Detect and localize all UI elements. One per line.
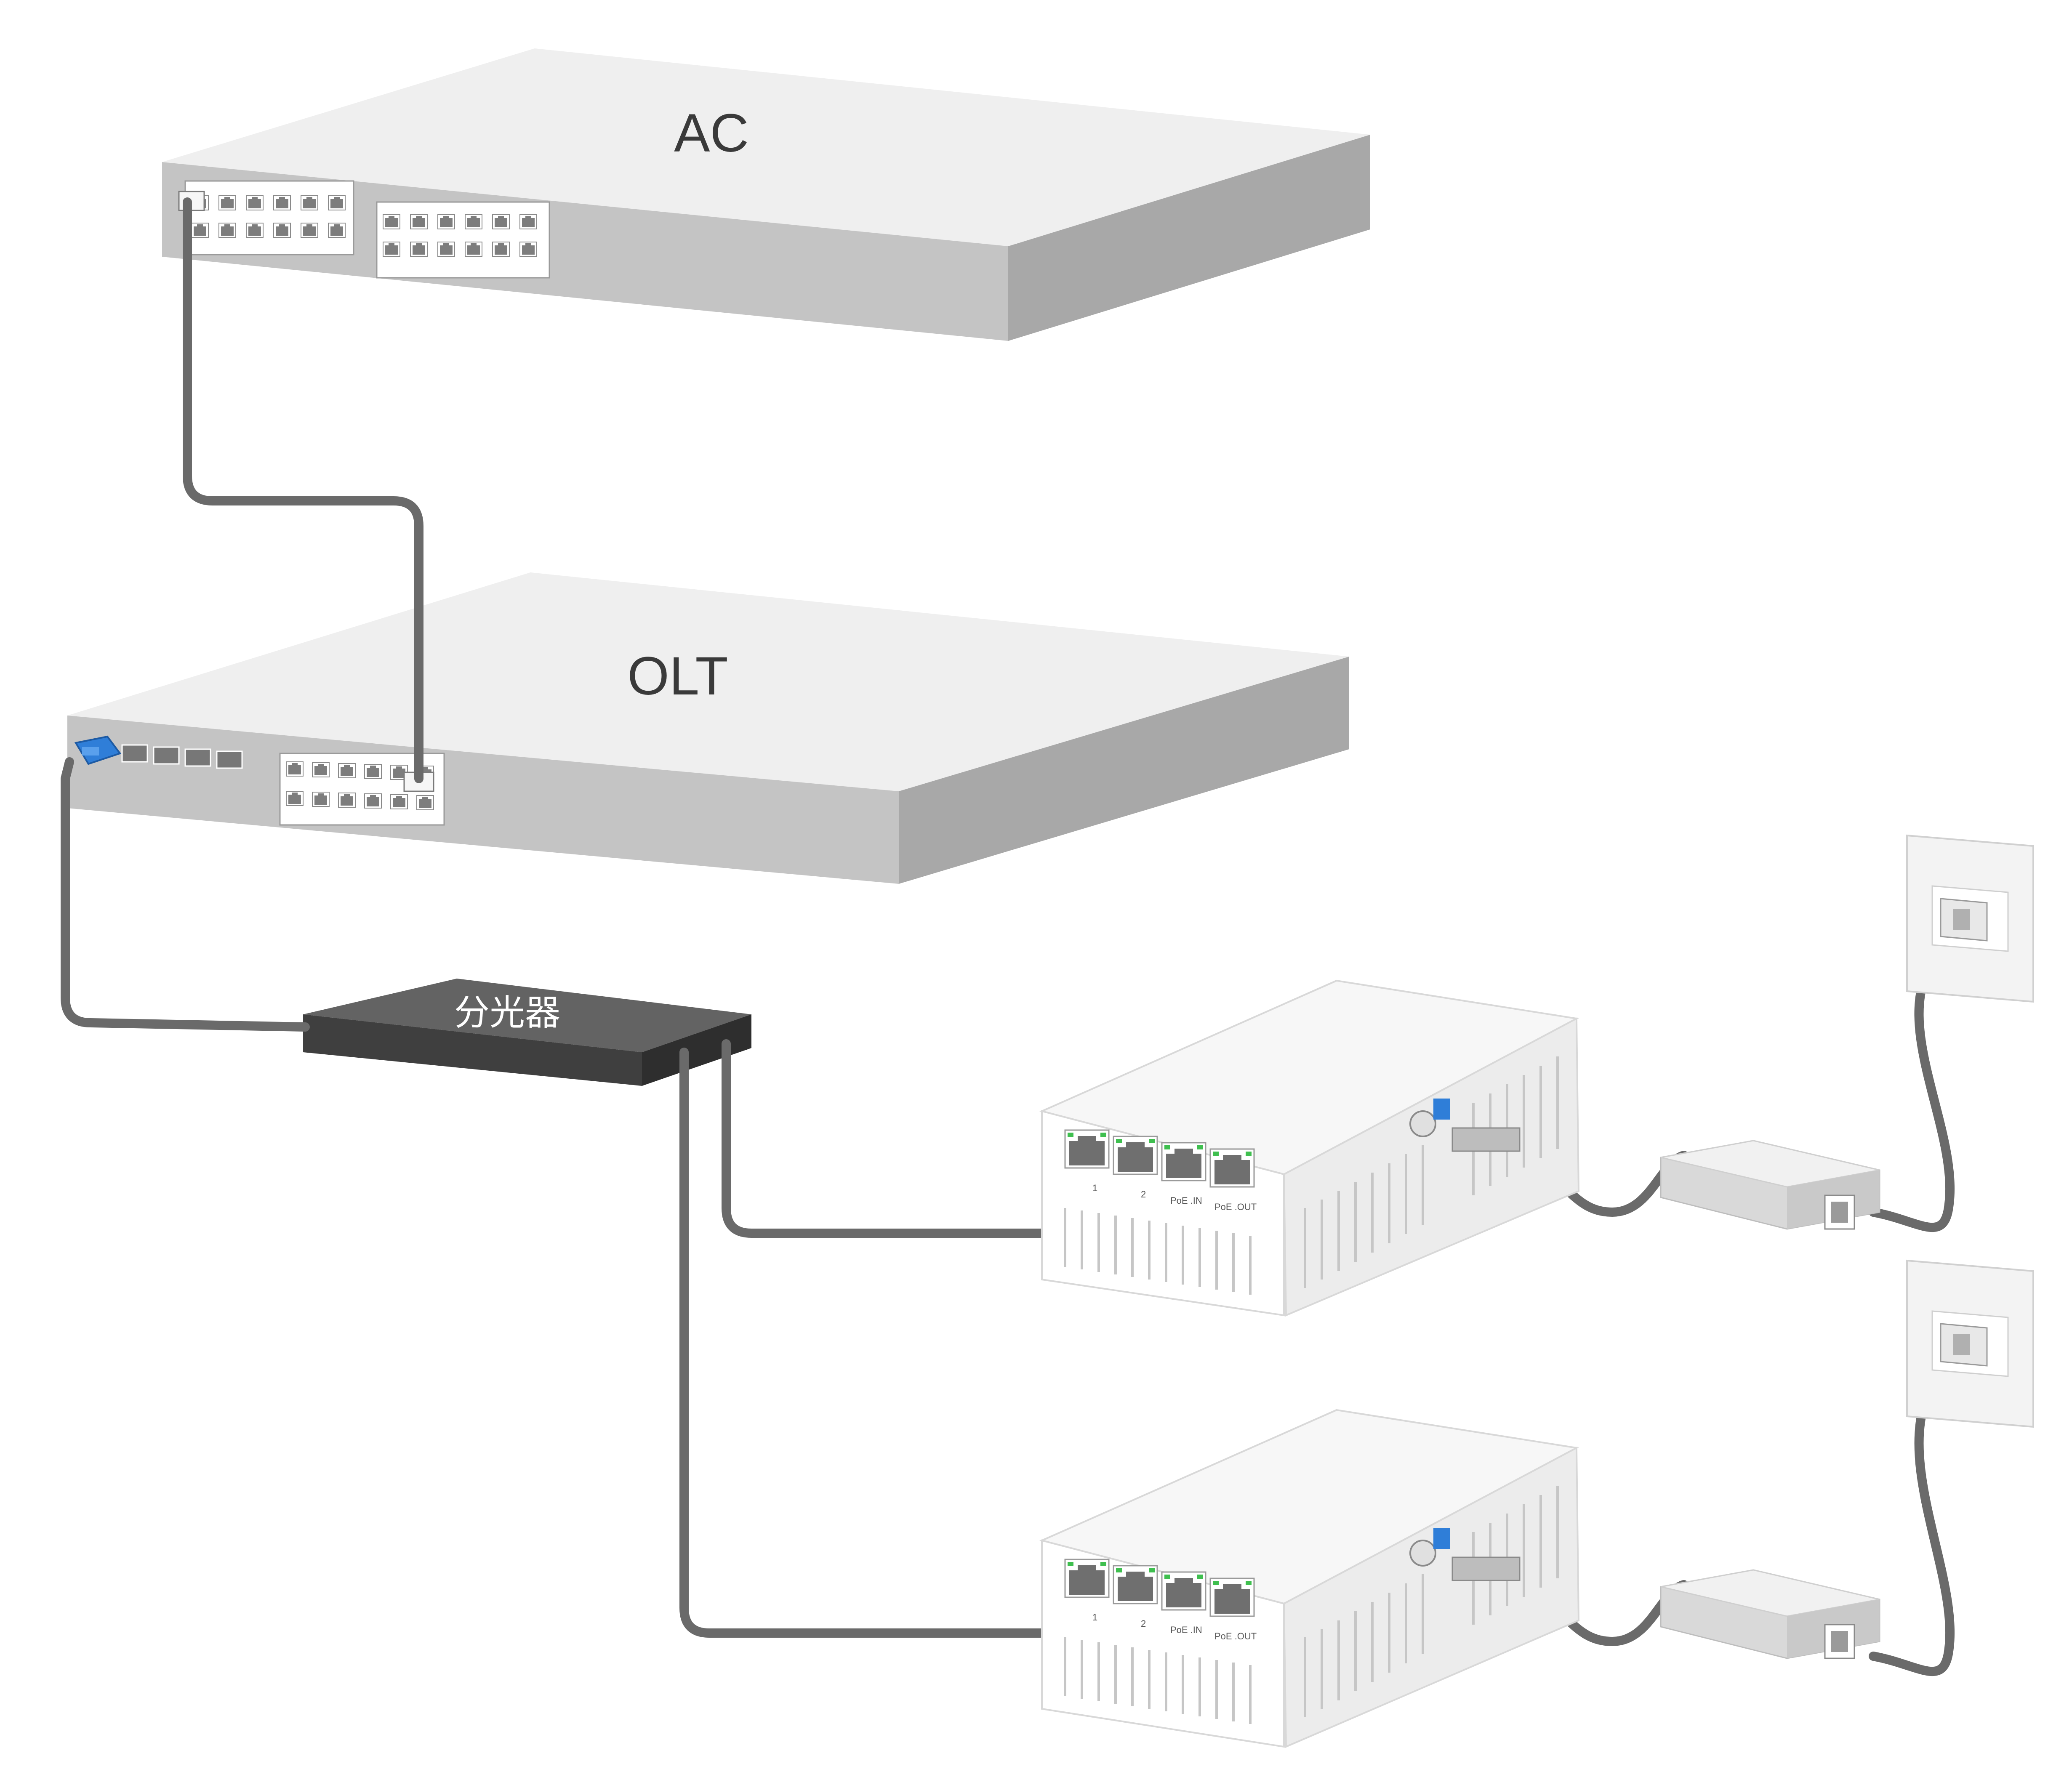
wall-outlet-2 [1906,1260,2034,1428]
ac-switch-side [1008,135,1370,341]
ac-port-block-left [178,180,354,255]
onu2-port-label-1: 1 [1092,1612,1097,1623]
ac-switch-front [162,162,1008,341]
cable-splitter-to-onu2 [679,1048,1049,1638]
onu2-port-label-poe-out: PoE .OUT [1214,1631,1257,1641]
ac-switch-top [162,48,1370,246]
cable-olt-to-splitter [61,757,310,1032]
onu1-side [1283,1017,1580,1317]
ac-port-block-right [376,201,550,279]
olt-side [899,657,1349,884]
cable-ac-to-olt [183,197,423,783]
onu1-port-label-poe-in: PoE .IN [1170,1195,1202,1206]
splitter-label: 分光器 [454,992,560,1033]
onu1-fiber-port [1409,1099,1521,1152]
onu-device-2: 1 2 PoE .IN PoE .OUT [1039,1409,1580,1748]
onu2-port-label-poe-in: PoE .IN [1170,1625,1202,1635]
olt-top [67,572,1349,791]
cables [61,197,1958,1676]
olt-device: OLT [67,572,1349,884]
power-adapter-2 [1660,1569,1880,1659]
olt-label: OLT [627,646,728,706]
splitter-side [642,1014,751,1086]
onu1-port-label-1: 1 [1092,1183,1097,1193]
onu1-port-label-poe-out: PoE .OUT [1214,1202,1257,1212]
splitter-front [303,1014,642,1086]
onu2-port-label-2: 2 [1141,1618,1146,1629]
wall-outlet-1 [1906,835,2034,1003]
onu-device-1: 1 2 PoE .IN PoE .OUT [1039,979,1580,1317]
onu1-port-label-2: 2 [1141,1189,1146,1200]
onu1-vents [1064,1056,1559,1295]
ac-switch: AC [162,48,1370,341]
olt-front [67,716,899,884]
cable-splitter-to-onu1 [722,1039,1049,1238]
power-adapter-1 [1660,1140,1880,1230]
splitter-device: 分光器 [303,979,751,1086]
onu2-side [1283,1446,1580,1748]
ac-label: AC [674,103,749,163]
olt-fiber-connector [74,735,122,765]
olt-sfp-ports [121,744,243,769]
onu2-fiber-port [1409,1528,1521,1581]
splitter-top [303,979,751,1052]
